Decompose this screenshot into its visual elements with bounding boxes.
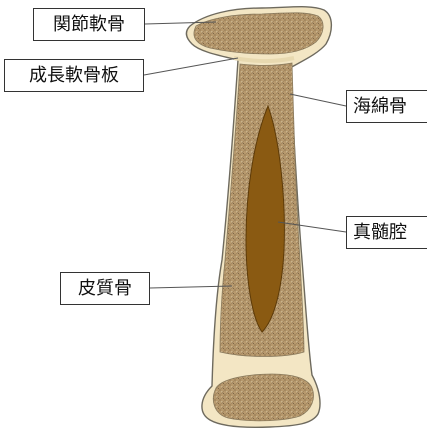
epiphysis-bottom xyxy=(213,374,313,421)
label-cancellous-bone: 海綿骨 xyxy=(346,90,427,123)
label-growth-plate: 成長軟骨板 xyxy=(4,59,144,92)
leader-growth xyxy=(144,58,238,75)
label-cortical-bone: 皮質骨 xyxy=(60,272,150,305)
epiphysis-top xyxy=(194,13,323,54)
label-articular-cartilage: 関節軟骨 xyxy=(33,8,145,41)
leader-cancellous xyxy=(290,94,346,106)
label-marrow-cavity: 真髄腔 xyxy=(346,216,427,249)
